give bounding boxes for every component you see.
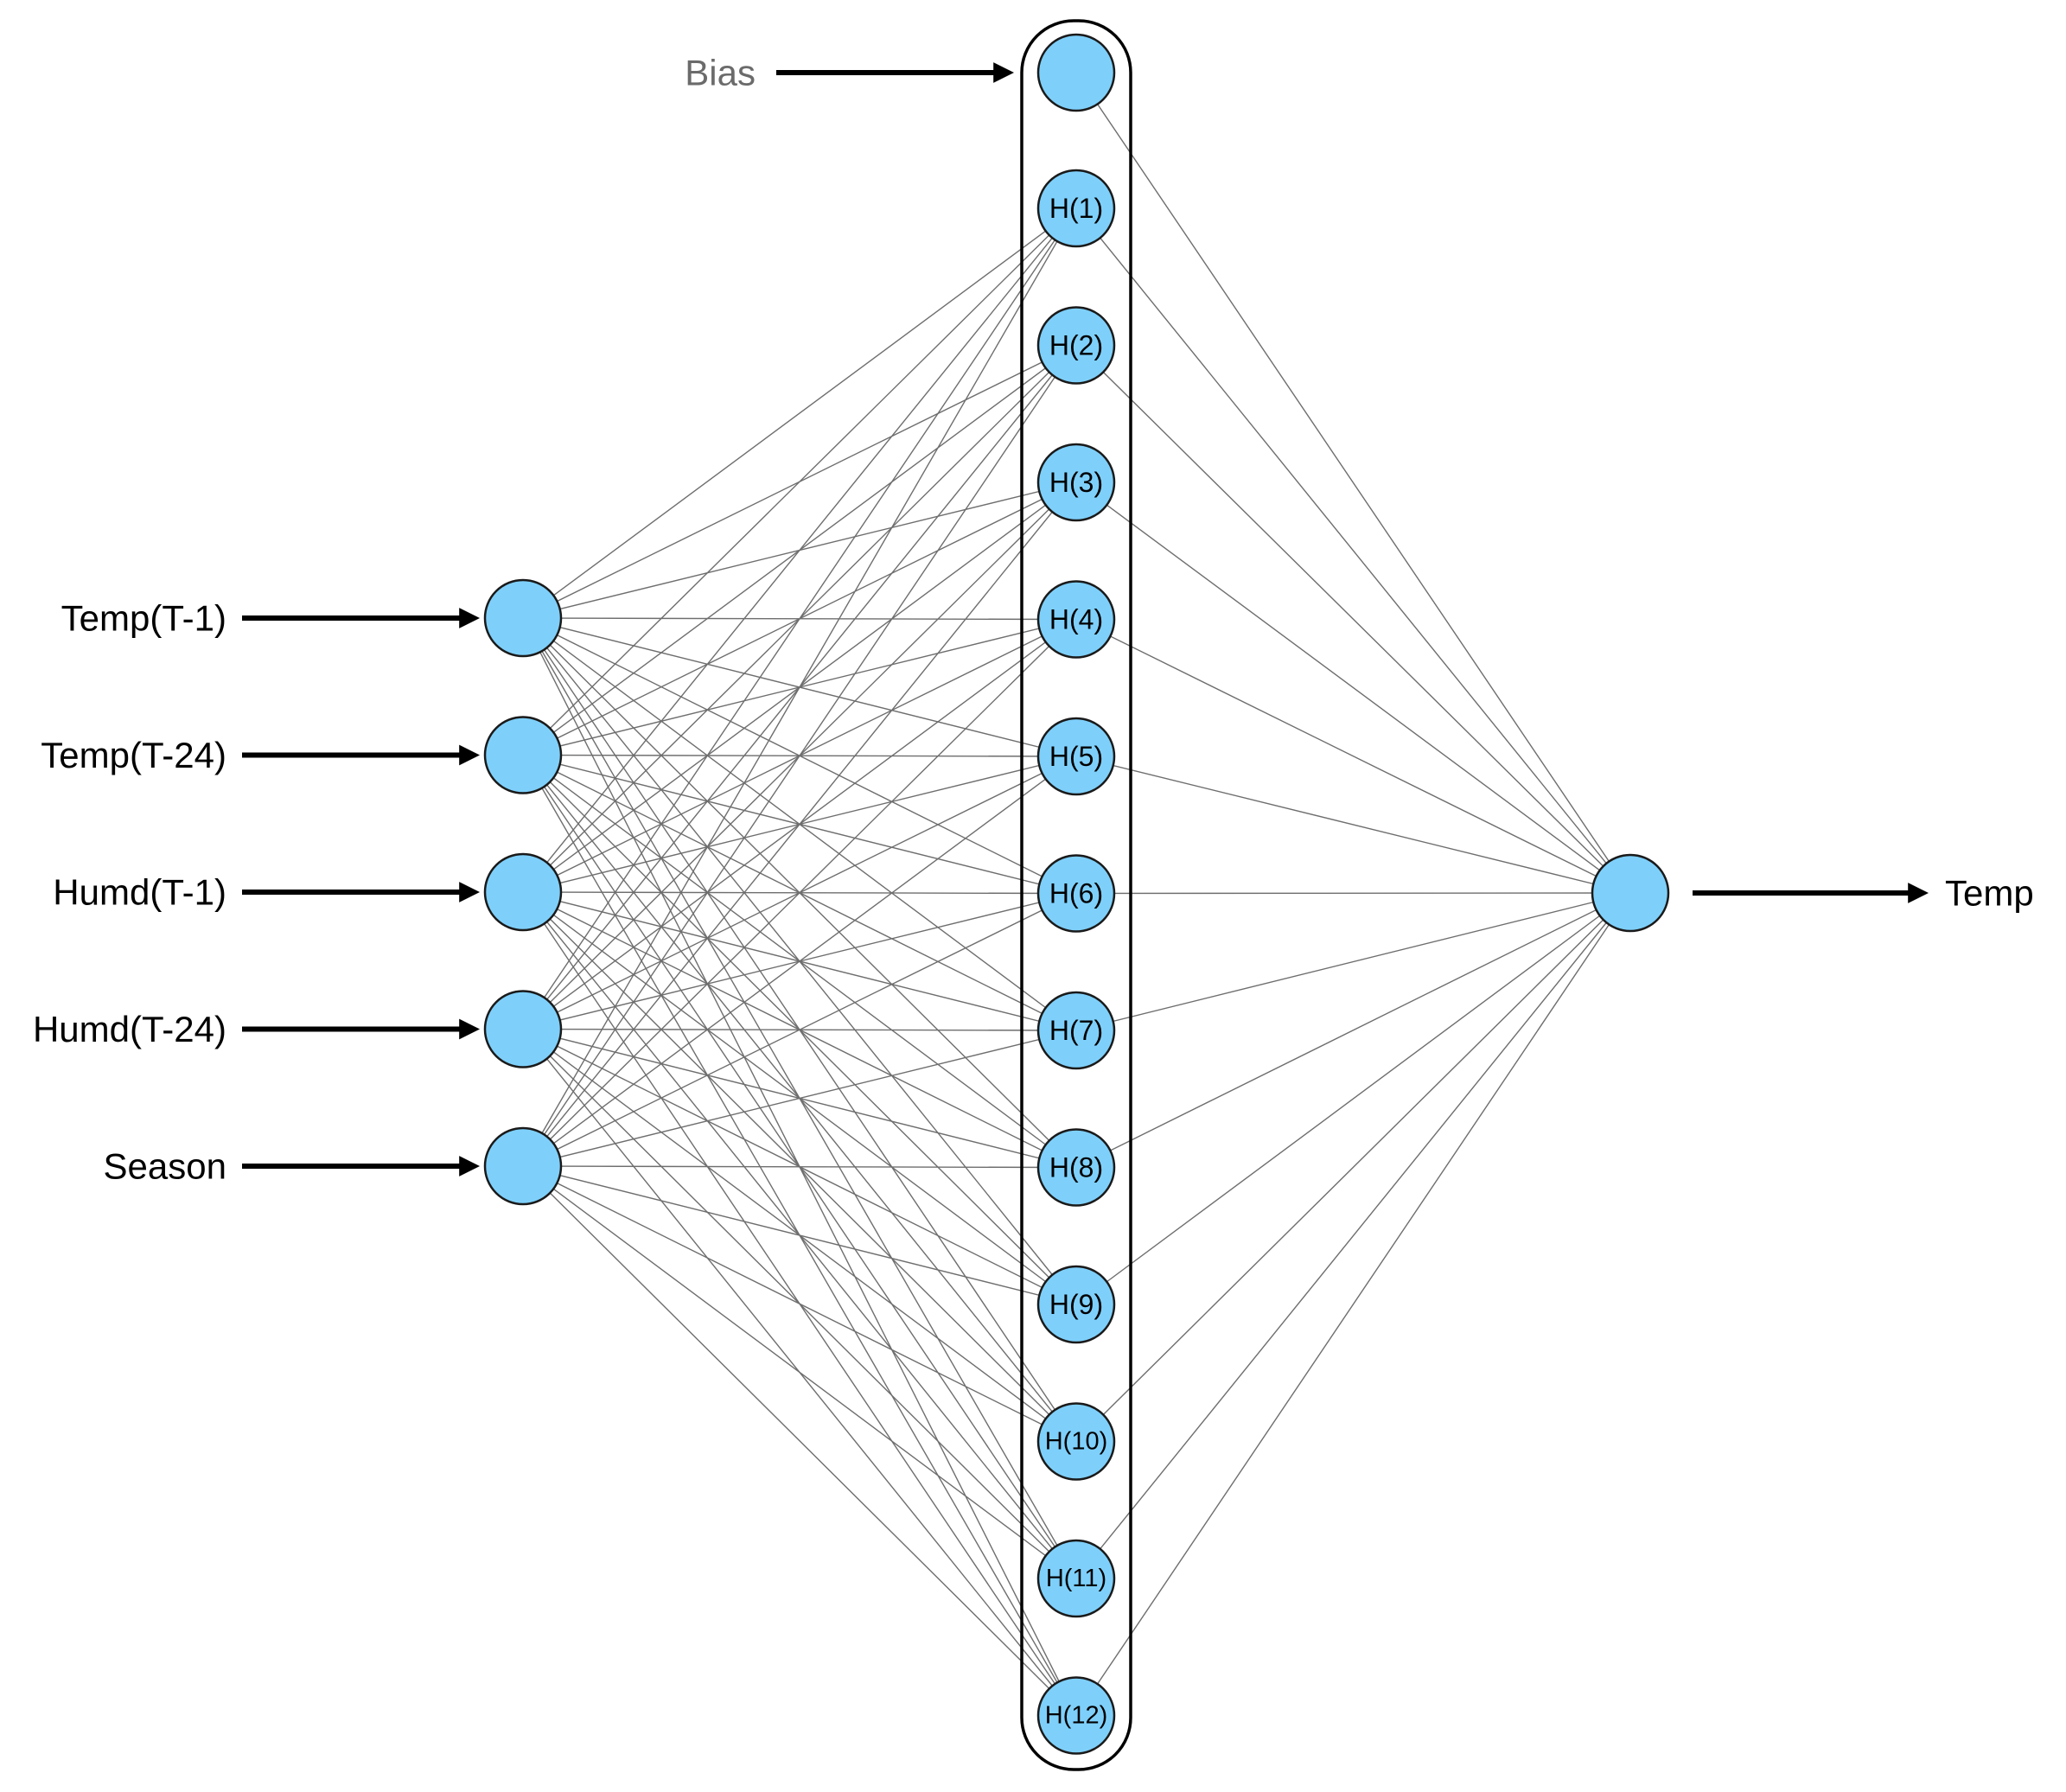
hidden-node-label-9: H(9) <box>1049 1289 1103 1320</box>
edge-hidden-11-to-output <box>1075 892 1631 1579</box>
hidden-node-1 <box>1036 169 1116 248</box>
input-node-1 <box>483 578 563 658</box>
edge-hidden-4-to-output <box>1075 618 1631 894</box>
hidden-node-label-10: H(10) <box>1045 1428 1108 1456</box>
edge-input-5-to-hidden-12 <box>522 1165 1077 1716</box>
hidden-node-label-3: H(3) <box>1049 467 1103 498</box>
edge-input-2-to-hidden-1 <box>522 207 1077 756</box>
edge-input-5-to-hidden-10 <box>522 1165 1077 1443</box>
hidden-node-label-2: H(2) <box>1049 330 1103 361</box>
output-node <box>1591 853 1670 933</box>
io-arrows <box>242 62 1929 1177</box>
network-labels: Temp(T-1) Temp(T-24) Humd(T-1) Humd(T-24) Se… <box>33 53 2034 1730</box>
edge-hidden-7-to-output <box>1075 892 1631 1031</box>
network-nodes <box>483 33 1670 1755</box>
edge-input-5-to-hidden-8 <box>522 1165 1077 1169</box>
hidden-node-label-6: H(6) <box>1049 878 1103 909</box>
edge-hidden-3-to-output <box>1075 481 1631 894</box>
input-label-2: Temp(T-24) <box>41 735 226 775</box>
edge-input-5-to-hidden-2 <box>522 345 1077 1167</box>
hidden-node-3 <box>1036 443 1116 522</box>
hidden-layer-container <box>1020 19 1132 1771</box>
input-node-5 <box>483 1126 563 1206</box>
input-label-1: Temp(T-1) <box>61 598 226 639</box>
hidden-node-label-5: H(5) <box>1049 741 1103 772</box>
input-node-3 <box>483 852 563 932</box>
hidden-node-9 <box>1036 1265 1116 1344</box>
edge-hidden-8-to-output <box>1075 892 1631 1169</box>
bias-node <box>1036 33 1116 112</box>
hidden-node-12 <box>1036 1676 1116 1755</box>
hidden-node-8 <box>1036 1128 1116 1207</box>
hidden-node-5 <box>1036 717 1116 796</box>
edge-hidden-12-to-output <box>1075 892 1631 1716</box>
hidden-node-6 <box>1036 854 1116 933</box>
edge-input-3-to-hidden-1 <box>522 207 1077 893</box>
edge-hidden-6-to-output <box>1075 892 1631 895</box>
bias-label: Bias <box>685 53 756 93</box>
edge-bias-to-output <box>1075 72 1631 894</box>
hidden-node-10 <box>1036 1402 1116 1481</box>
input-node-4 <box>483 990 563 1068</box>
hidden-node-label-11: H(11) <box>1046 1565 1106 1592</box>
hidden-node-11 <box>1036 1539 1116 1618</box>
hidden-node-7 <box>1036 991 1116 1070</box>
hidden-node-label-4: H(4) <box>1049 604 1103 635</box>
edge-hidden-1-to-output <box>1075 207 1631 894</box>
edge-input-5-to-hidden-5 <box>522 756 1077 1167</box>
hidden-node-4 <box>1036 580 1116 659</box>
hidden-node-2 <box>1036 306 1116 385</box>
edge-input-5-to-hidden-4 <box>522 619 1077 1167</box>
edge-hidden-9-to-output <box>1075 892 1631 1305</box>
hidden-node-label-7: H(7) <box>1049 1015 1103 1046</box>
input-label-3: Humd(T-1) <box>53 872 226 913</box>
output-label: Temp <box>1945 873 2034 914</box>
hidden-node-label-12: H(12) <box>1045 1702 1108 1730</box>
hidden-node-label-8: H(8) <box>1049 1152 1103 1183</box>
input-label-5: Season <box>104 1146 226 1187</box>
edge-hidden-2-to-output <box>1075 345 1631 894</box>
edge-input-5-to-hidden-3 <box>522 481 1077 1167</box>
hidden-node-label-1: H(1) <box>1049 193 1103 224</box>
edge-hidden-5-to-output <box>1075 756 1631 894</box>
hidden-layer-box <box>1020 19 1132 1771</box>
edge-input-5-to-hidden-7 <box>522 1030 1077 1167</box>
edge-input-5-to-hidden-1 <box>522 207 1077 1167</box>
edge-input-1-to-hidden-1 <box>522 207 1077 619</box>
edge-input-4-to-hidden-1 <box>522 207 1077 1030</box>
input-label-4: Humd(T-24) <box>33 1009 226 1049</box>
edge-input-5-to-hidden-6 <box>522 892 1077 1167</box>
edge-input-5-to-hidden-11 <box>522 1165 1077 1579</box>
input-node-2 <box>483 716 563 794</box>
edge-input-5-to-hidden-9 <box>522 1165 1077 1305</box>
connection-edges <box>522 72 1631 1716</box>
edge-hidden-10-to-output <box>1075 892 1631 1442</box>
